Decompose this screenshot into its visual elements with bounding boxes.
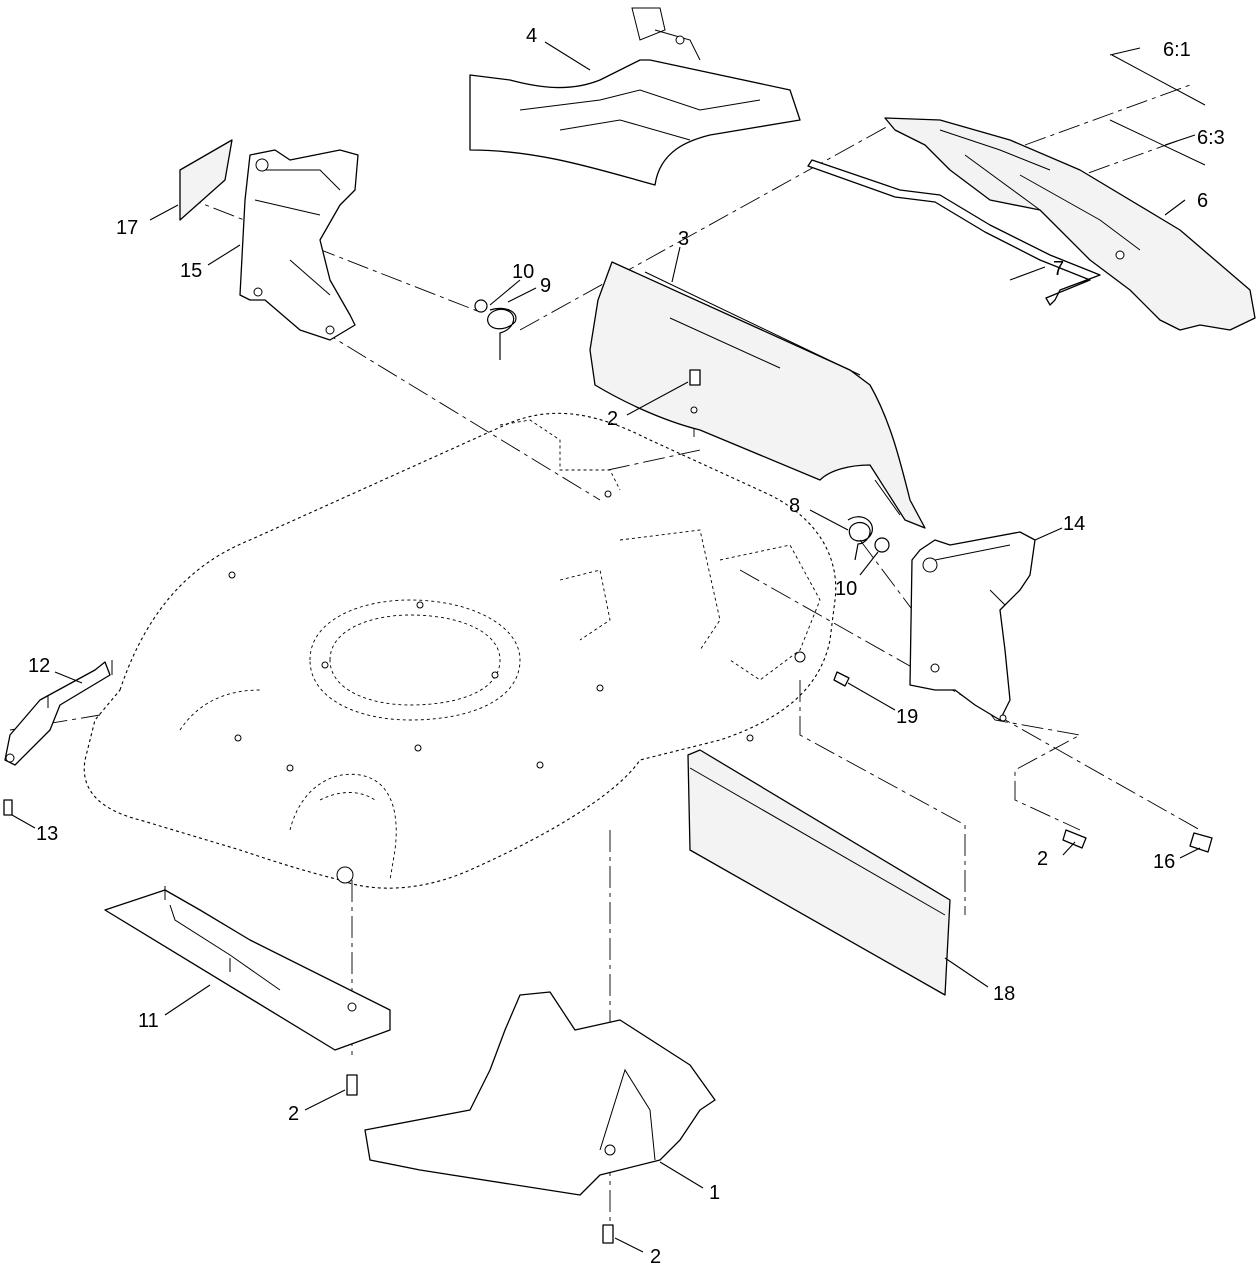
callout-7: 7 [1053,258,1064,280]
part-6-1-part-6-3-strips [1109,54,1206,166]
callout-2: 2 [650,1246,661,1268]
part-15-side-plate-left [239,149,359,341]
callout-18: 18 [993,983,1015,1005]
callout-12: 12 [28,655,50,677]
callout-2: 2 [1037,848,1048,870]
part-18-flap-panel [687,749,951,996]
callout-labels: 1 2 2 2 2 3 4 6 6:1 6:3 7 8 9 10 10 11 1… [28,25,1225,1268]
callout-10: 10 [512,261,534,283]
part-12-left-bracket [4,660,113,766]
part-9-spring [474,299,517,360]
part-11-skid-plate [104,886,391,1051]
fasteners [3,369,1213,1244]
callout-2: 2 [607,408,618,430]
part-4-rear-cover [469,7,801,186]
part-17-decal [179,139,233,221]
callout-4: 4 [526,25,537,47]
leader-lines [11,41,1201,1253]
callout-14: 14 [1063,513,1085,535]
callout-15: 15 [180,260,202,282]
callout-17: 17 [116,217,138,239]
part-1-lower-chute [364,991,716,1196]
callout-2: 2 [288,1103,299,1125]
part-8-spring [847,516,890,561]
callout-6: 6 [1197,190,1208,212]
callout-11: 11 [138,1010,159,1032]
callout-1: 1 [709,1182,720,1204]
callout-3: 3 [678,228,689,250]
callout-6-1: 6:1 [1163,39,1191,61]
callout-10: 10 [835,578,857,600]
part-14-side-plate-right [909,531,1036,722]
part-3-deflector [589,261,926,529]
callout-9: 9 [540,275,551,297]
callout-16: 16 [1153,851,1175,873]
part-7-hinge-rod [807,159,1101,306]
part-6-rear-flap [884,117,1256,331]
callout-6-3: 6:3 [1197,127,1225,149]
mower-deck-phantom [83,412,837,889]
callout-19: 19 [896,706,918,728]
callout-13: 13 [36,823,58,845]
callout-8: 8 [789,495,800,517]
